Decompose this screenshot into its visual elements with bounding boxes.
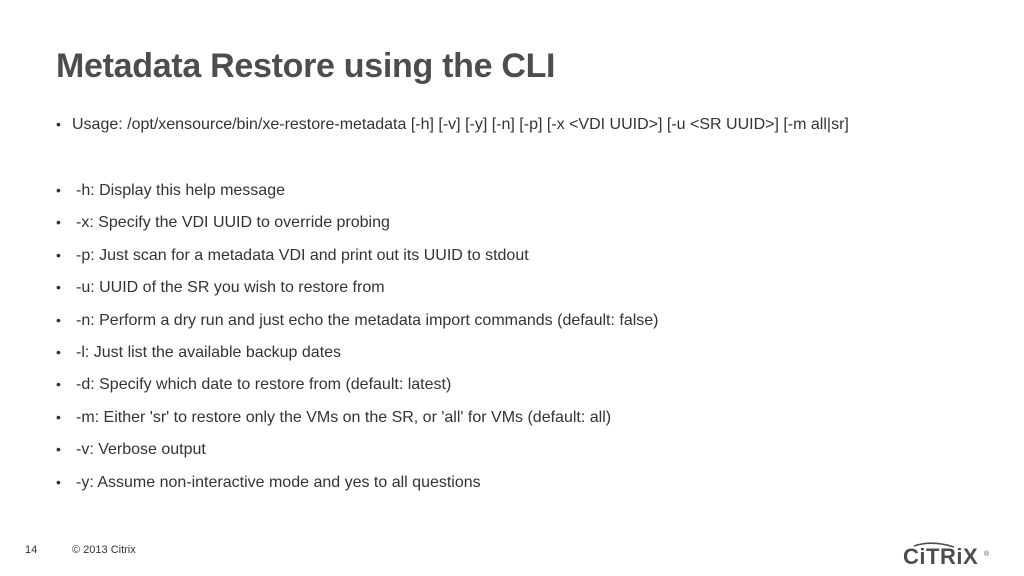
option-text: -v: Verbose output [76, 441, 206, 459]
bullet-icon: • [56, 311, 61, 328]
option-text: -n: Perform a dry run and just echo the … [76, 311, 659, 329]
bullet-icon: • [56, 473, 61, 490]
options-list: • -h: Display this help message • -x: Spec… [56, 180, 659, 504]
slide-title: Metadata Restore using the CLI [56, 47, 556, 85]
list-item: • -x: Specify the VDI UUID to override pr… [56, 212, 659, 244]
option-text: -l: Just list the available backup dates [76, 343, 342, 361]
list-item: • -l: Just list the available backup date… [56, 342, 659, 374]
bullet-icon: • [56, 376, 61, 393]
bullet-icon: • [56, 441, 61, 458]
list-item: • -h: Display this help message [56, 180, 659, 212]
bullet-icon: • [56, 116, 61, 132]
copyright-text: © 2013 Citrix [72, 544, 136, 556]
list-item: • -m: Either 'sr' to restore only the VMs… [56, 407, 659, 439]
list-item: • -p: Just scan for a metadata VDI and pr… [56, 245, 659, 277]
bullet-icon: • [56, 408, 61, 425]
list-item: • -d: Specify which date to restore from … [56, 374, 659, 406]
logo-swoosh [913, 542, 955, 548]
option-text: -u: UUID of the SR you wish to restore f… [76, 279, 385, 297]
page-number: 14 [25, 544, 38, 556]
list-item: • -y: Assume non-interactive mode and yes… [56, 472, 659, 504]
option-text: -y: Assume non-interactive mode and yes … [76, 473, 481, 491]
bullet-icon: • [56, 182, 61, 198]
option-text: -x: Specify the VDI UUID to override pro… [76, 214, 390, 232]
registered-mark: ® [984, 550, 990, 558]
list-item: • -v: Verbose output [56, 439, 659, 471]
list-item: • -n: Perform a dry run and just echo the… [56, 310, 659, 342]
option-text: -p: Just scan for a metadata VDI and pri… [76, 246, 529, 264]
option-text: -h: Display this help message [76, 182, 285, 199]
citrix-logo: CiTRiX ® [903, 542, 990, 568]
option-text: -d: Specify which date to restore from (… [76, 376, 452, 394]
bullet-icon: • [56, 246, 61, 263]
bullet-icon: • [56, 279, 61, 296]
option-text: -m: Either 'sr' to restore only the VMs … [76, 408, 612, 426]
bullet-icon: • [56, 343, 61, 360]
usage-text: Usage: /opt/xensource/bin/xe-restore-met… [72, 116, 849, 133]
logo-text: CiTRiX [903, 544, 978, 568]
bullet-icon: • [56, 214, 61, 231]
list-item: • -u: UUID of the SR you wish to restore … [56, 277, 659, 309]
usage-line: • Usage: /opt/xensource/bin/xe-restore-me… [56, 116, 849, 134]
